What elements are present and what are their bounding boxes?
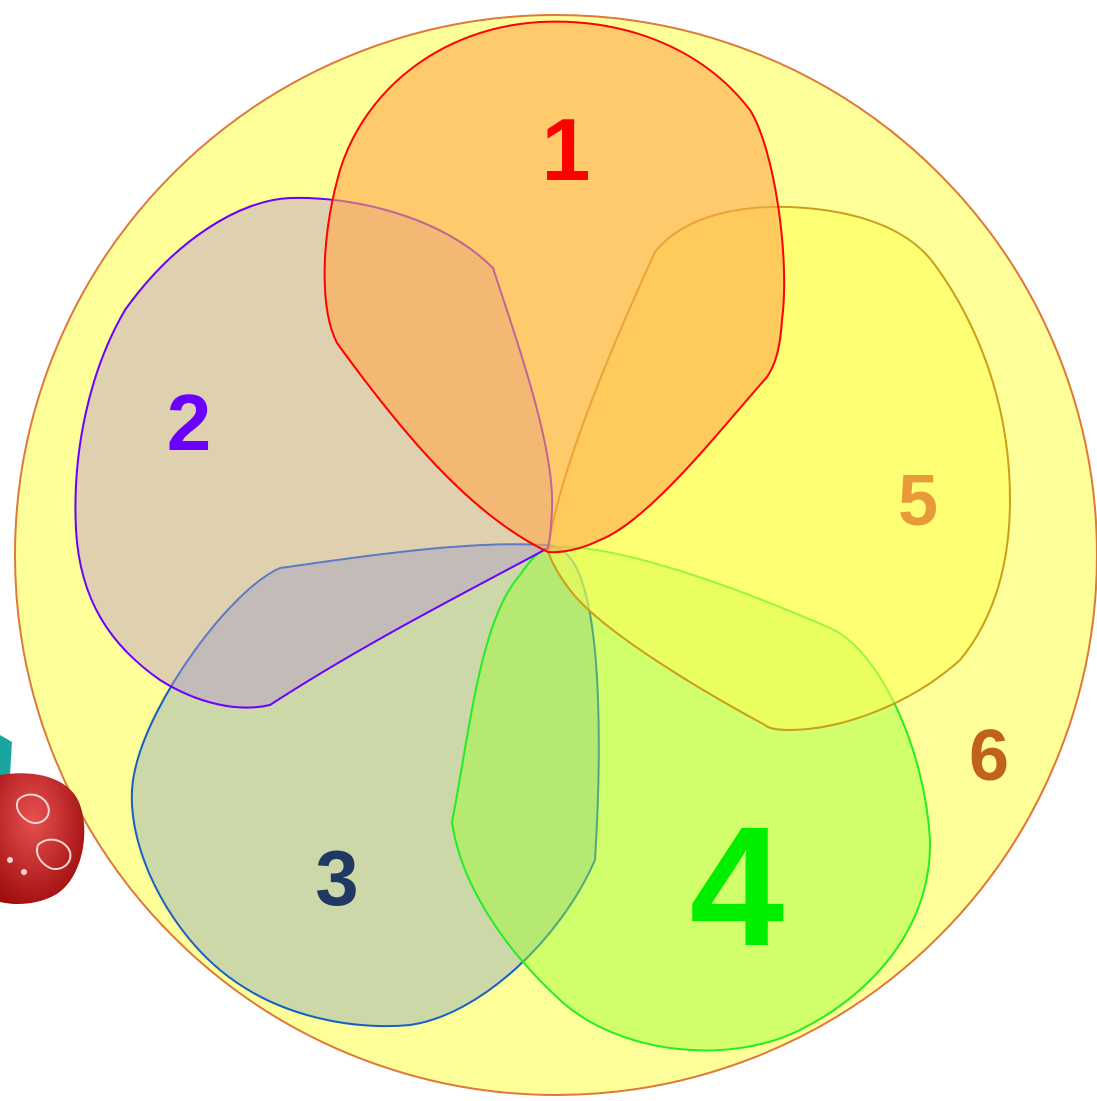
petal-3-label: 3 [315, 834, 358, 922]
outside-label-6: 6 [969, 716, 1009, 796]
petal-5-label: 5 [898, 461, 938, 541]
petal-4-label: 4 [690, 792, 785, 982]
petal-1-label: 1 [542, 100, 591, 199]
petal-2-label: 2 [167, 378, 212, 467]
